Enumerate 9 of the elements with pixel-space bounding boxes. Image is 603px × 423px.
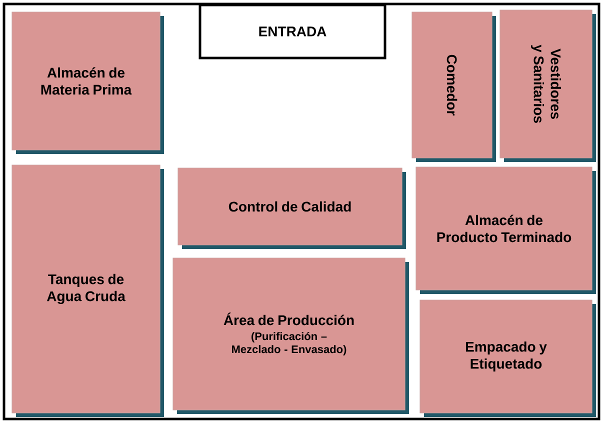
room-box: Almacén de Producto Terminado (416, 166, 596, 294)
room-box: Comedor (412, 12, 496, 162)
room-box: Vestidores y Sanitarios (500, 10, 596, 162)
entrance-box: ENTRADA (198, 4, 386, 60)
room-box: Control de Calidad (178, 168, 406, 249)
room-box: Área de Producción (Purificación – Mezclado - Envasado) (172, 258, 409, 414)
room-box: Almacén de Materia Prima (12, 12, 164, 154)
room-box: Tanques de Agua Cruda (12, 164, 164, 417)
room-box: Empacado y Etiquetado (420, 300, 596, 417)
